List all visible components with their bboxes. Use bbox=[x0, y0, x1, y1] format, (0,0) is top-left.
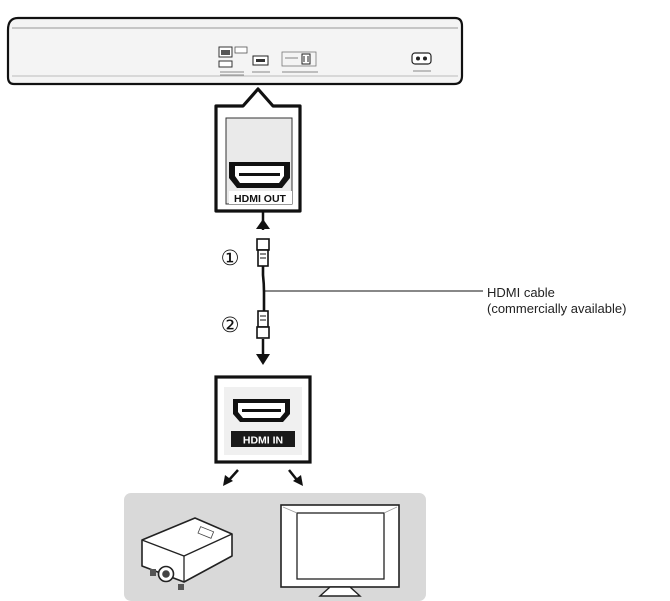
hdmi-plug-icon bbox=[256, 310, 270, 339]
step-marker-1: ① bbox=[221, 246, 240, 270]
hdmi-out-callout bbox=[214, 87, 302, 213]
step-marker-2: ② bbox=[221, 313, 240, 337]
hdmi-in-panel bbox=[214, 375, 312, 464]
hdmi-in-label: HDMI IN bbox=[243, 435, 283, 447]
blu-ray-player-icon bbox=[6, 16, 464, 86]
split-arrows bbox=[223, 469, 303, 486]
hdmi-out-label: HDMI OUT bbox=[234, 193, 286, 205]
television-icon bbox=[280, 504, 400, 597]
cable-label-line-1: HDMI cable bbox=[487, 285, 555, 300]
hdmi-cable bbox=[256, 212, 483, 365]
cable-label: HDMI cable (commercially available) bbox=[487, 285, 626, 317]
projector-icon bbox=[141, 517, 233, 590]
cable-label-line-2: (commercially available) bbox=[487, 301, 627, 316]
hdmi-plug-icon bbox=[256, 238, 270, 267]
